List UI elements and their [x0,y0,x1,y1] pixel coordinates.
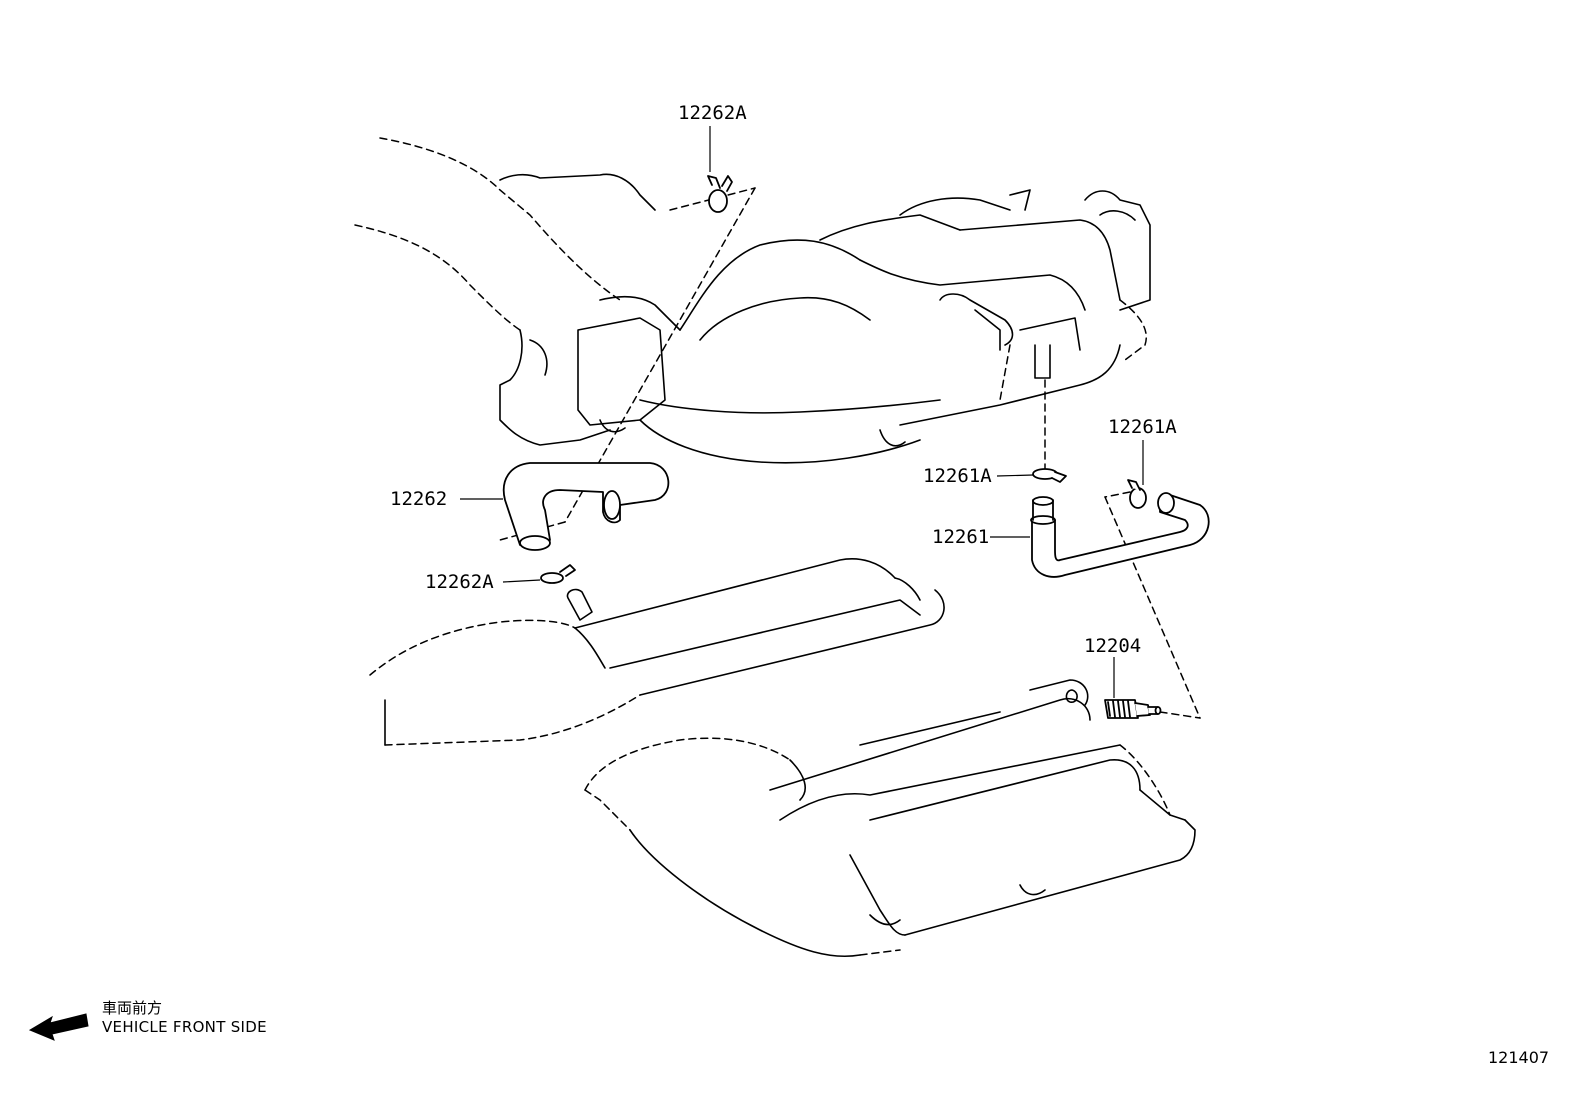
figure-number: 121407 [1488,1048,1550,1067]
part-label: 12261A [923,465,992,487]
clip-12262a-bottom[interactable] [540,564,576,584]
part-label: 12262 [390,488,447,510]
hose-12262[interactable] [502,462,670,551]
intake-manifold-outline [354,137,1151,464]
vehicle-front-label-ja: 車両前方 [102,999,163,1017]
part-label: 12261 [932,526,989,548]
part-label: 12262A [678,102,747,124]
part-labels: 12262A 12262 12262A 12261A 12261A 12261 … [390,102,1177,657]
arrow-left-icon [28,1013,89,1041]
leader-lines [460,126,1144,698]
pcv-valve-12204[interactable] [1104,699,1162,719]
clip-12262a-top[interactable] [707,175,733,213]
assembly-guide-lines [499,187,1201,719]
hose-12261[interactable] [1030,492,1210,578]
part-label: 12262A [425,571,494,593]
clip-12261a-right[interactable] [1127,479,1147,509]
cylinder-head-cover-outline [369,558,1196,958]
clip-12261a-left[interactable] [1032,468,1067,483]
part-label: 12261A [1108,416,1177,438]
part-label: 12204 [1084,635,1141,657]
vehicle-front-label: VEHICLE FRONT SIDE [102,1018,267,1036]
